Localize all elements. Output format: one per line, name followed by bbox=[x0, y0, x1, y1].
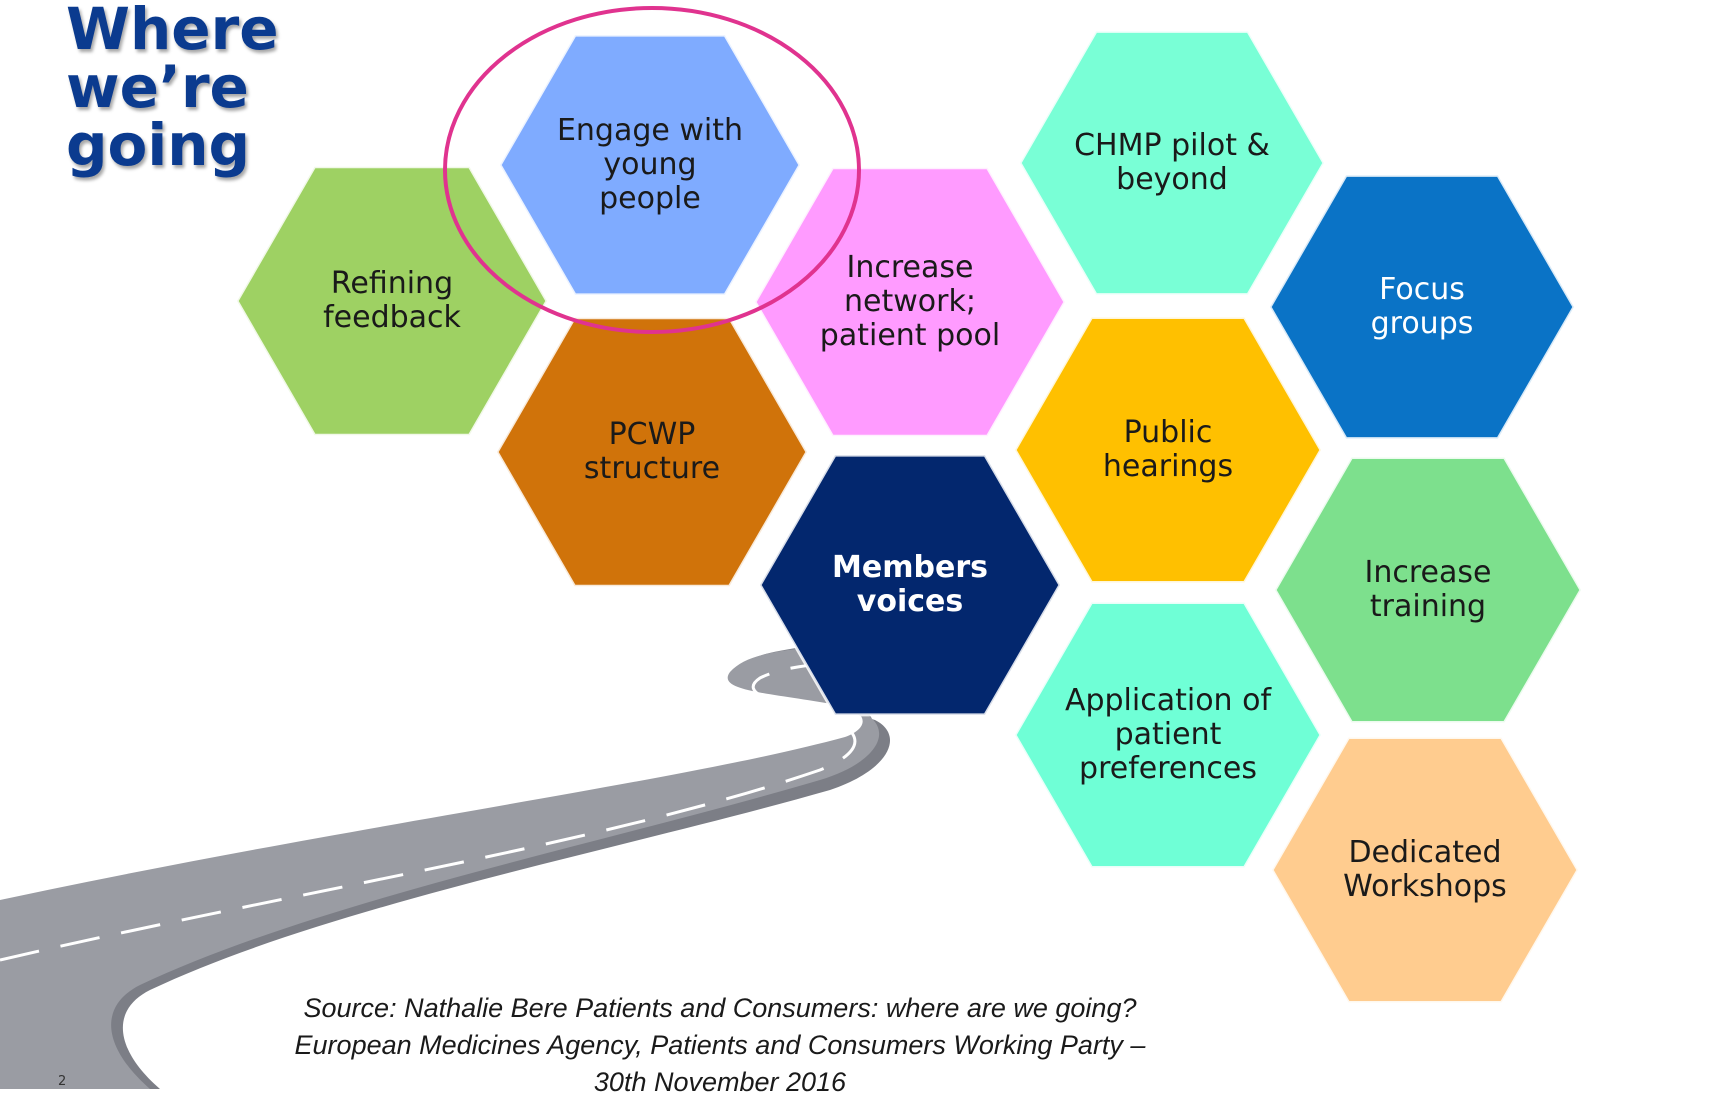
slide-title-line: going bbox=[66, 111, 251, 179]
source-line: European Medicines Agency, Patients and … bbox=[294, 1030, 1146, 1060]
hexagon-label-line: voices bbox=[856, 583, 964, 619]
hexagon-label-line: feedback bbox=[323, 299, 461, 335]
hexagon-label-line: Engage with bbox=[556, 112, 744, 148]
hexagon-label-line: Increase bbox=[846, 249, 974, 285]
hexagon-dedicated-workshops bbox=[1270, 735, 1580, 1005]
hexagon-label-chmp-pilot: CHMP pilot &beyond bbox=[1058, 31, 1286, 294]
hexagon-label-line: training bbox=[1369, 588, 1487, 624]
slide-title-line: we’re bbox=[66, 53, 249, 121]
road-illustration bbox=[0, 640, 890, 1089]
hexagon-label-line: young bbox=[603, 146, 697, 182]
hexagon-label-line: Refining bbox=[330, 265, 454, 301]
hexagon-label-line: structure bbox=[583, 450, 721, 486]
hexagon-public-hearings bbox=[1013, 315, 1323, 585]
hexagon-engage-young-people bbox=[498, 33, 802, 297]
hexagon-label-line: patient bbox=[1114, 716, 1222, 752]
hexagon-label-line: Dedicated bbox=[1348, 834, 1502, 870]
slide-title: Where we’re going bbox=[66, 0, 279, 174]
hexagon-label-line: PCWP bbox=[608, 416, 696, 452]
hexagon-label-line: people bbox=[599, 180, 701, 216]
hexagon-label-line: Members bbox=[832, 549, 988, 585]
hexagon-label-line: Public bbox=[1123, 414, 1213, 450]
hexagon-label-line: network; bbox=[844, 283, 976, 319]
hexagon-label-line: preferences bbox=[1079, 750, 1257, 786]
hexagon-label-line: patient pool bbox=[819, 317, 1001, 353]
hexagon-application-patient-preferences bbox=[1013, 600, 1323, 870]
hexagon-increase-network bbox=[753, 166, 1067, 438]
hexagon-label-line: CHMP pilot & bbox=[1074, 127, 1270, 163]
hexagon-label-line: Workshops bbox=[1343, 868, 1507, 904]
page-number: 2 bbox=[58, 1074, 67, 1089]
highlight-circle bbox=[443, 6, 861, 334]
hexagon-increase-training bbox=[1273, 455, 1583, 725]
hexagon-label-line: beyond bbox=[1116, 161, 1228, 197]
hexagon-label-line: hearings bbox=[1102, 448, 1234, 484]
slide-title-line: Where bbox=[66, 0, 279, 63]
source-line: Source: Nathalie Bere Patients and Consu… bbox=[303, 993, 1137, 1023]
source-citation: Source: Nathalie Bere Patients and Consu… bbox=[220, 990, 1220, 1101]
source-line: 30th November 2016 bbox=[593, 1067, 847, 1097]
hexagon-label-line: Focus bbox=[1379, 271, 1465, 307]
hexagon-refining-feedback bbox=[235, 165, 549, 437]
road-center-line bbox=[0, 660, 857, 962]
hexagon-grid bbox=[235, 29, 1583, 1005]
hexagon-pcwp-structure bbox=[495, 316, 809, 588]
hexagon-focus-groups bbox=[1268, 173, 1576, 441]
hexagon-label-line: Application of bbox=[1064, 682, 1272, 718]
hexagon-chmp-pilot bbox=[1018, 29, 1326, 297]
hexagon-members-voices bbox=[758, 453, 1062, 717]
hexagon-label-line: groups bbox=[1370, 305, 1474, 341]
hexagon-label-line: Increase bbox=[1364, 554, 1492, 590]
